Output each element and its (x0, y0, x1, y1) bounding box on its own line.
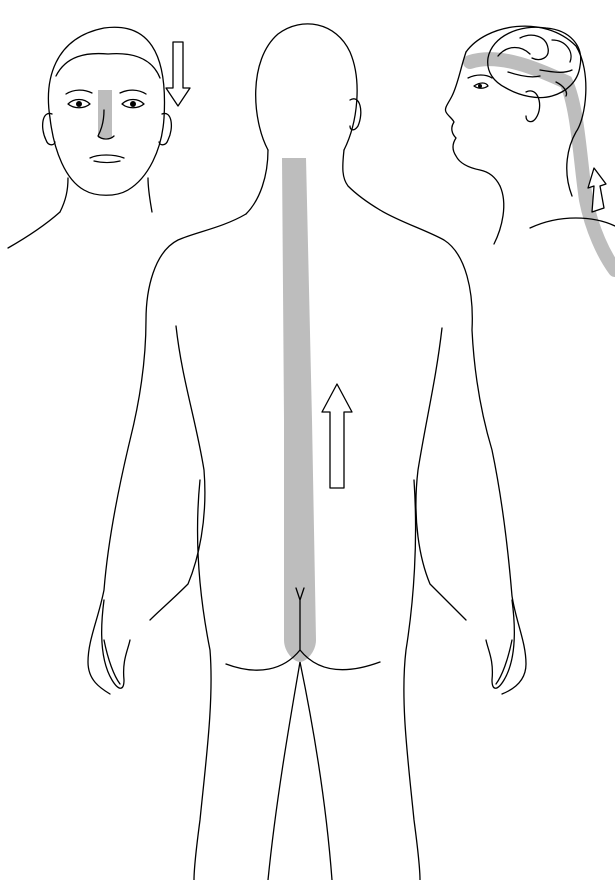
profile-face-line (445, 52, 500, 186)
face-neck-left (60, 178, 68, 212)
face-front-view (8, 27, 190, 248)
face-neck-right (148, 178, 152, 212)
face-pupil-left (76, 101, 82, 107)
profile-pupil (478, 84, 482, 88)
back-arm-inner-right (416, 328, 466, 620)
back-leg-right (404, 480, 420, 880)
face-ear-left (43, 113, 55, 144)
spine-arrow-up-icon (322, 384, 352, 488)
back-torso-outline-right (380, 210, 526, 694)
face-arrow-down-icon (166, 42, 190, 106)
back-neck-left (246, 150, 268, 214)
face-pupil-right (130, 101, 136, 107)
back-hand-left (102, 600, 130, 688)
back-inner-leg-right (300, 662, 332, 880)
profile-channel-shading (470, 59, 615, 270)
back-torso-outline (88, 214, 246, 694)
face-mouth (90, 155, 124, 163)
profile-shoulder (530, 218, 615, 228)
spine-channel-shading (282, 158, 316, 662)
profile-brow (468, 75, 492, 78)
face-brow-right (120, 90, 146, 94)
face-brow-left (66, 90, 92, 94)
back-arm-inner-left (150, 326, 205, 620)
profile-neck-front (494, 186, 504, 244)
back-hand-right (486, 600, 514, 688)
face-shoulder-left (8, 212, 60, 248)
head-profile-view (445, 26, 615, 270)
back-leg-left (194, 480, 211, 880)
back-head-outline (256, 24, 357, 150)
face-hairline (56, 54, 160, 78)
back-inner-leg-left (268, 662, 300, 880)
profile-ear (526, 91, 540, 122)
back-view-body (88, 24, 526, 880)
back-neck-right (343, 150, 380, 210)
